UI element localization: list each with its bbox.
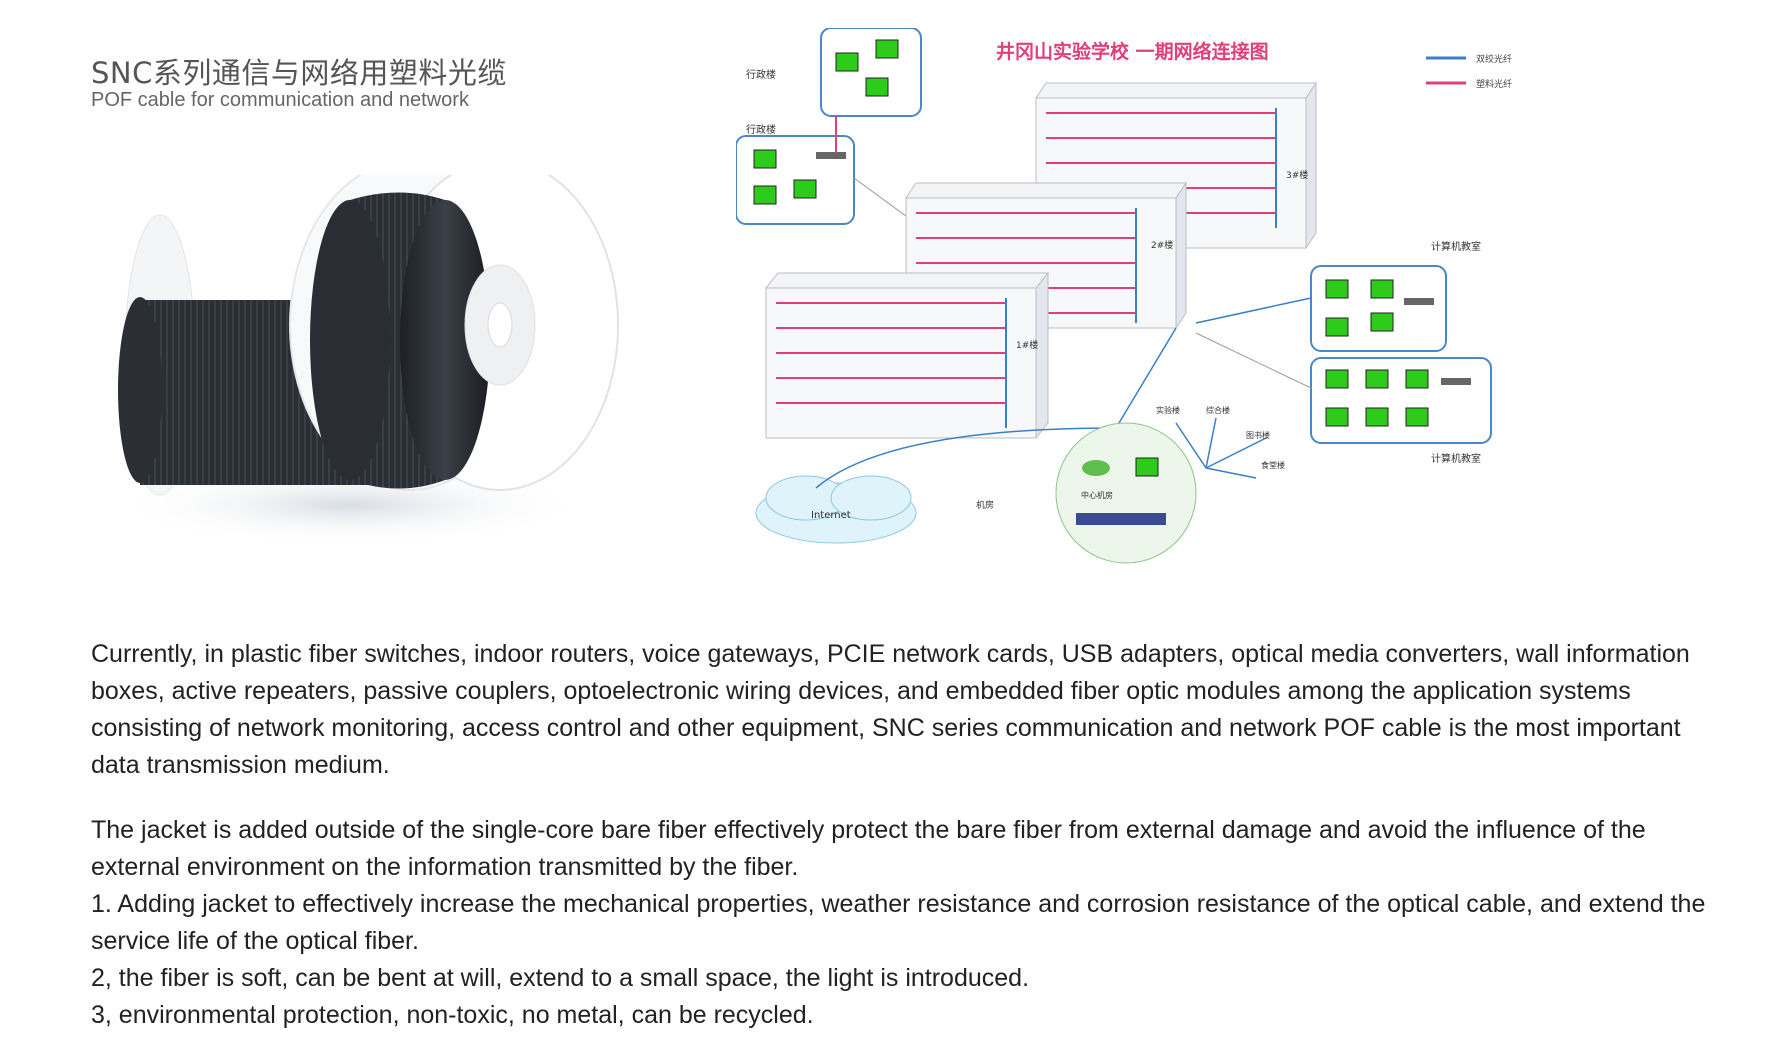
label-building-2: 2#楼 [1151,239,1173,251]
label-computer-room-bottom: 计算机教室 [1431,452,1481,465]
label-building-a: 实验楼 [1156,405,1180,415]
label-building-b: 综合楼 [1206,405,1230,415]
label-office-top: 行政楼 [746,68,776,81]
internet-cloud: Internet [755,475,917,544]
features-line-3: 2, the fiber is soft, can be bent at wil… [91,964,1030,992]
diagram-title: 井冈山实验学校 一期网络连接图 [996,40,1269,63]
label-building-3: 3#楼 [1286,169,1308,181]
office-group-mid [736,135,855,225]
label-server-room: 机房 [976,499,994,511]
pof-cable-spool-image [110,175,619,545]
network-connection-diagram: 井冈山实验学校 一期网络连接图 双绞光纤 塑料光纤 行政楼 行政楼 计算机教室 … [736,28,1512,564]
computer-room-group-top [1310,265,1447,352]
page-title-en: POF cable for communication and network [91,89,469,111]
legend-label-pink: 塑料光纤 [1476,78,1512,90]
intro-paragraph: Currently, in plastic fiber switches, in… [91,640,1690,779]
front-spool [289,175,619,491]
features-line-2: 1. Adding jacket to effectively increase… [91,890,1706,955]
label-core-room: 中心机房 [1081,490,1113,500]
label-building-c: 图书楼 [1246,430,1270,440]
building-back: 3#楼 [1035,81,1317,250]
features-paragraph: The jacket is added outside of the singl… [91,812,1721,1034]
label-building-d: 食堂楼 [1261,460,1285,470]
features-line-4: 3, environmental protection, non-toxic, … [91,1001,814,1029]
legend-label-blue: 双绞光纤 [1476,53,1512,65]
features-line-1: The jacket is added outside of the singl… [91,816,1646,881]
label-building-1: 1#楼 [1016,339,1038,351]
label-office-mid: 行政楼 [746,123,776,136]
page-title-cn: SNC系列通信与网络用塑料光缆 [91,56,507,90]
building-front: 1#楼 [764,271,1050,440]
label-internet: Internet [811,510,851,521]
office-group-top [820,28,922,117]
computer-room-group-bottom [1310,357,1492,444]
label-computer-room-top: 计算机教室 [1431,240,1481,253]
core-room: 中心机房 [1055,422,1197,564]
